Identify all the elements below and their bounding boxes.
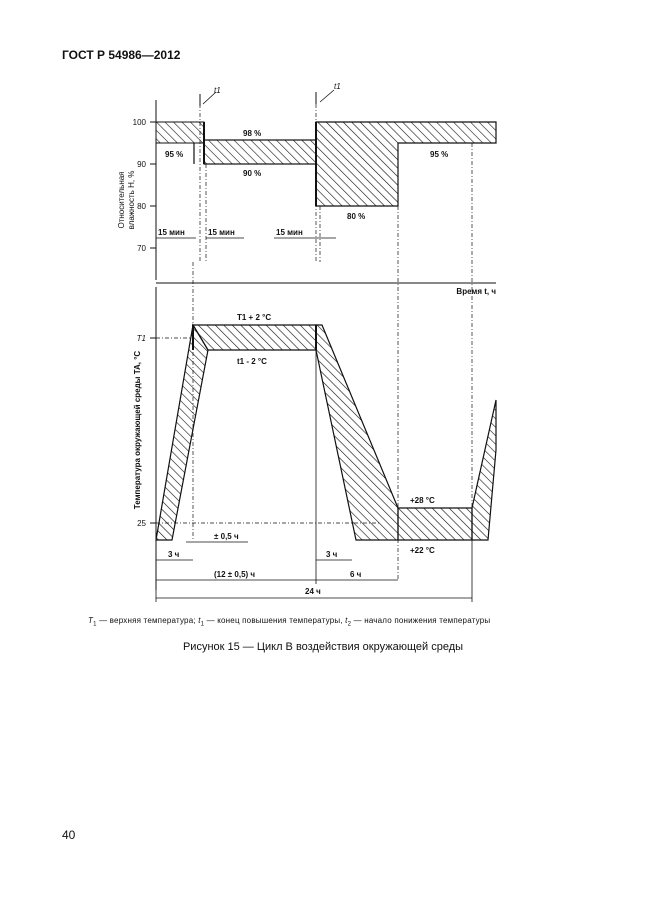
label-tolerance: ± 0,5 ч [214, 532, 239, 541]
label-90: 90 % [243, 169, 261, 178]
temp-low-band [397, 507, 473, 541]
label-80: 80 % [347, 212, 365, 221]
dim-24h: 24 ч [305, 587, 321, 596]
figure-legend: T1 — верхняя температура; t1 — конец пов… [88, 616, 490, 628]
legend-tau1-symbol: t [198, 616, 201, 625]
legend-tau1-sub: 1 [200, 621, 205, 628]
dim-3h-right: 3 ч [326, 550, 338, 559]
t-tick-T1: T1 [137, 334, 146, 343]
dim-15min-a: 15 мин [158, 228, 185, 237]
legend-tau2-sub: 2 [347, 621, 352, 628]
document-header: ГОСТ Р 54986—2012 [62, 48, 181, 62]
t2-marker-label: t1 [334, 82, 341, 91]
legend-T1-symbol: T [88, 616, 94, 625]
label-upper-temp: T1 + 2 °C [237, 313, 271, 322]
h-tick-70: 70 [137, 244, 146, 253]
t1-marker-label: t1 [214, 86, 221, 95]
legend-tau1-text: — конец повышения температуры, [204, 616, 346, 625]
temp-fall-band [315, 324, 399, 541]
dim-15min-c: 15 мин [276, 228, 303, 237]
humidity-band-100-80 [315, 121, 497, 207]
humidity-panel: 100 90 80 70 Относительная влажность H, … [117, 82, 497, 296]
label-98: 98 % [243, 129, 261, 138]
figure-caption: Рисунок 15 — Цикл В воздействия окружающ… [182, 641, 464, 653]
label-95-left: 95 % [165, 150, 183, 159]
temp-plateau-band [191, 324, 317, 351]
temp-rise-band [155, 323, 209, 541]
temperature-panel: T1 25 Температура окружающей среды TA, °… [133, 287, 497, 602]
temperature-ylabel: Температура окружающей среды TA, °C [133, 351, 142, 510]
temp-rerise-band [471, 399, 497, 541]
label-plus22: +22 °C [410, 546, 435, 555]
h-tick-80: 80 [137, 202, 146, 211]
dim-3h-left: 3 ч [168, 550, 180, 559]
label-plus28: +28 °C [410, 496, 435, 505]
label-95-right: 95 % [430, 150, 448, 159]
t-tick-25: 25 [137, 519, 146, 528]
dim-6h: 6 ч [350, 570, 362, 579]
dim-12h: (12 ± 0,5) ч [214, 570, 255, 579]
page-number: 40 [62, 828, 76, 842]
dim-15min-b: 15 мин [208, 228, 235, 237]
humidity-band-98-90 [203, 139, 317, 165]
humidity-band-start [155, 121, 205, 144]
label-lower-temp: t1 - 2 °C [237, 357, 267, 366]
h-tick-100: 100 [133, 118, 147, 127]
legend-tau2-text: — начало понижения температуры [351, 616, 491, 625]
humidity-ylabel-2: влажность H, % [127, 171, 136, 230]
h-tick-90: 90 [137, 160, 146, 169]
legend-tau2-symbol: t [345, 616, 348, 625]
legend-T1-text: — верхняя температура; [96, 616, 199, 625]
time-axis-label: Время t, ч [456, 287, 496, 296]
humidity-ylabel-1: Относительная [117, 171, 126, 228]
legend-T1-sub: 1 [93, 621, 97, 628]
